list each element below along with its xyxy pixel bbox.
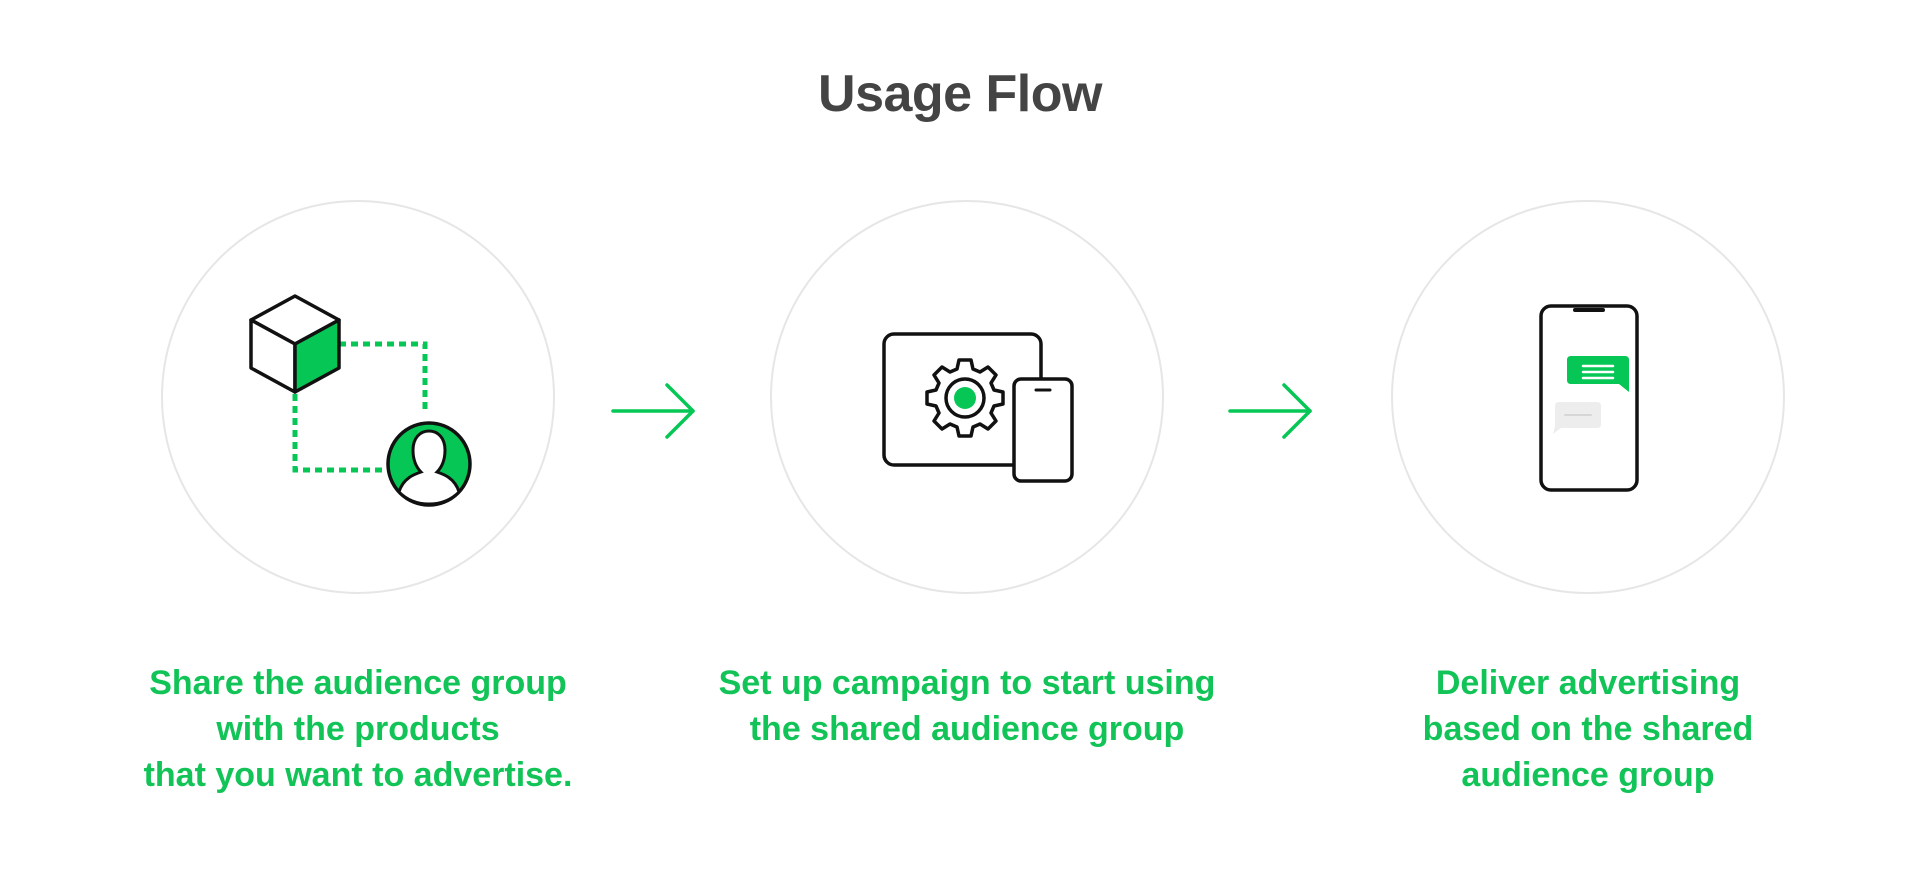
caption-line: Deliver advertising — [1435, 664, 1741, 702]
step-2-caption: Set up campaign to start using the share… — [687, 660, 1247, 752]
caption-line: Share the audience group — [149, 664, 567, 702]
caption-line: the shared audience group — [749, 710, 1185, 748]
step-3-caption: Deliver advertising based on the shared … — [1308, 660, 1868, 798]
caption-line: Set up campaign to start using — [718, 664, 1216, 702]
step-3-circle — [1391, 200, 1785, 594]
step-1-caption: Share the audience group with the produc… — [78, 660, 638, 798]
cube-share-user-icon — [249, 294, 472, 507]
arrow-right-icon — [611, 383, 695, 439]
arrow-right-icon — [1228, 383, 1312, 439]
step-1-circle — [161, 200, 555, 594]
caption-line: based on the shared — [1422, 710, 1754, 748]
step-2-circle — [770, 200, 1164, 594]
phone-message-icon — [1539, 304, 1639, 492]
settings-devices-icon — [882, 332, 1074, 483]
caption-line: audience group — [1461, 756, 1715, 794]
caption-line: that you want to advertise. — [143, 756, 573, 794]
page-title: Usage Flow — [818, 65, 1102, 123]
caption-line: with the products — [216, 710, 500, 748]
